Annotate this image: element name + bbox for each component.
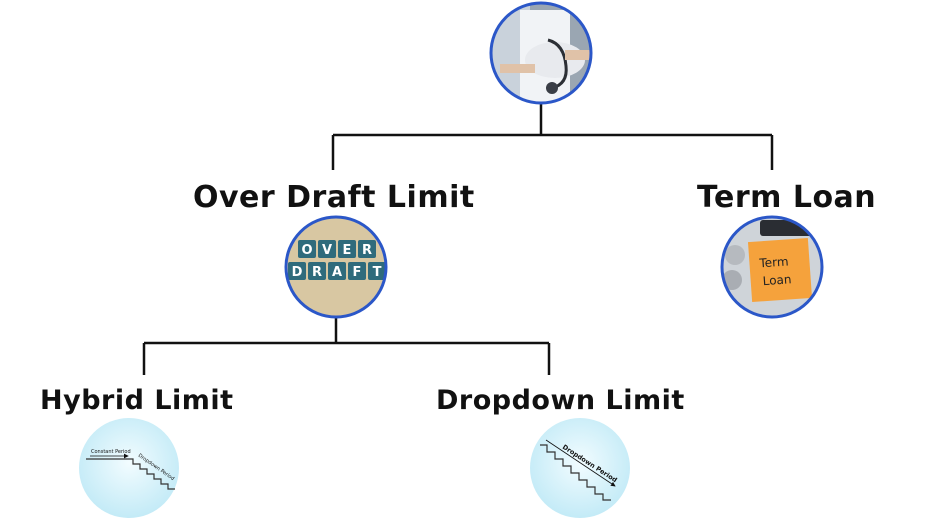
tile-letter: D xyxy=(292,265,303,280)
tile-letter: E xyxy=(343,243,352,258)
dropdown-stepped-line-icon: Dropdown Period xyxy=(530,418,630,518)
note-line-1: Term xyxy=(758,254,789,270)
dropdown-limit-label: Dropdown Limit xyxy=(436,385,685,416)
tile-letter: R xyxy=(312,265,322,280)
doctor-stethoscope-icon xyxy=(489,1,593,105)
overdraft-tiles-icon: O V E R D R A F T xyxy=(284,215,388,319)
tile-letter: O xyxy=(301,243,312,258)
connectors xyxy=(142,103,774,375)
tile-letter: F xyxy=(353,265,362,280)
note-line-2: Loan xyxy=(762,272,792,288)
tile-row-2 xyxy=(288,262,386,280)
tile-row-1 xyxy=(298,240,376,258)
tile-letter: T xyxy=(373,265,382,280)
sticky-note-icon: Term Loan xyxy=(720,215,824,319)
tile-letter: A xyxy=(332,265,342,280)
tile-letter: R xyxy=(362,243,372,258)
hybrid-left-caption: Constant Period xyxy=(91,449,131,455)
hybrid-stepped-line-icon: Constant Period Dropdown Period xyxy=(79,418,179,518)
overdraft-limit-label: Over Draft Limit xyxy=(193,180,475,215)
hybrid-limit-label: Hybrid Limit xyxy=(40,385,234,416)
tile-letter: V xyxy=(322,243,332,258)
term-loan-label: Term Loan xyxy=(697,180,877,215)
